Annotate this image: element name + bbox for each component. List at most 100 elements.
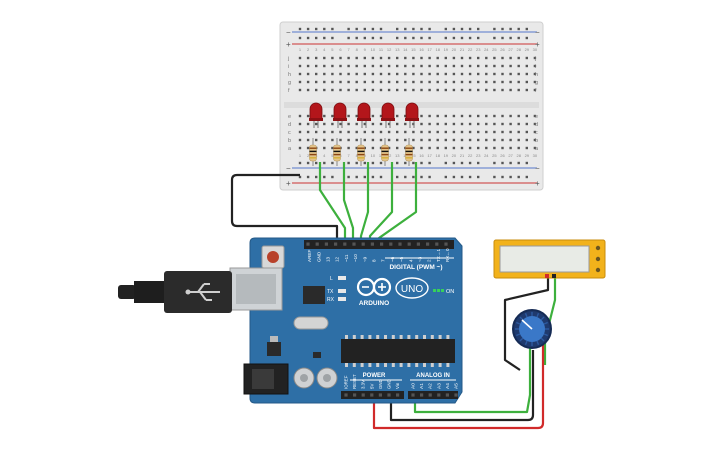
rail-hole [379, 161, 383, 165]
resistor-4[interactable] [381, 138, 389, 166]
led-rx-indicator [338, 297, 346, 301]
breadboard-hole [379, 80, 383, 84]
led-3[interactable] [357, 102, 371, 128]
breadboard-hole [306, 88, 310, 92]
breadboard-hole [306, 130, 310, 134]
breadboard-hole [493, 138, 496, 142]
digital-pin-hole[interactable] [370, 242, 374, 246]
column-number: 3 [315, 47, 318, 52]
breadboard-hole [452, 64, 456, 68]
breadboard-hole [452, 138, 456, 142]
rail-hole [428, 161, 431, 165]
rail-hole [355, 27, 358, 31]
digital-pin-hole[interactable] [334, 242, 338, 246]
digital-pin-hole[interactable] [398, 242, 402, 246]
power-pin-label: Vin [395, 382, 400, 389]
power-pin-hole[interactable] [387, 393, 391, 397]
digital-pin-label: TX→1 [436, 249, 441, 262]
breadboard-hole [396, 122, 399, 126]
power-pin-hole[interactable] [378, 393, 382, 397]
breadboard-hole [493, 122, 496, 126]
wire-led1-pin13[interactable] [318, 162, 347, 244]
digital-pin-hole[interactable] [324, 242, 328, 246]
resistor-band [381, 153, 389, 156]
resistor-5[interactable] [405, 138, 413, 166]
chip-pin [446, 363, 450, 367]
digital-pin-hole[interactable] [306, 242, 310, 246]
column-number: 5 [331, 153, 334, 158]
resistor-2[interactable] [333, 138, 341, 166]
breadboard-hole [428, 80, 431, 84]
analog-pin-hole[interactable] [420, 393, 424, 397]
wire-ground-pot[interactable] [389, 350, 535, 422]
wire-led2-pin12[interactable] [342, 162, 355, 244]
digital-pin-hole[interactable] [361, 242, 365, 246]
breadboard-hole [339, 122, 342, 126]
breadboard-hole [404, 130, 407, 134]
breadboard-hole [323, 64, 326, 68]
analog-pin-hole[interactable] [445, 393, 449, 397]
wire-lcd-signal[interactable] [543, 276, 557, 365]
resistor-3[interactable] [357, 138, 365, 166]
resistor-band [357, 157, 365, 159]
breadboard-hole [509, 64, 512, 68]
breadboard-hole [460, 138, 464, 142]
rail-hole [509, 161, 512, 165]
led-5[interactable] [405, 102, 419, 128]
led-2[interactable] [333, 102, 347, 128]
digital-pin-hole[interactable] [389, 242, 393, 246]
led-4[interactable] [381, 102, 395, 128]
breadboard-hole [485, 130, 488, 134]
digital-pin-hole[interactable] [352, 242, 356, 246]
analog-pin-label: A1 [419, 383, 425, 389]
rail-hole [379, 27, 383, 31]
power-pin-hole[interactable] [361, 393, 365, 397]
chip-pin [430, 363, 434, 367]
digital-pin-hole[interactable] [444, 242, 448, 246]
digital-pin-hole[interactable] [343, 242, 347, 246]
rail-hole [347, 175, 350, 179]
led-1[interactable] [309, 102, 323, 128]
analog-pin-hole[interactable] [437, 393, 441, 397]
power-pin-hole[interactable] [396, 393, 400, 397]
wire-ground-breadboard[interactable] [230, 173, 339, 244]
digital-pin-hole[interactable] [315, 242, 319, 246]
wire-pot-a0[interactable] [413, 338, 532, 414]
column-number: 6 [339, 47, 342, 52]
breadboard-hole [477, 146, 480, 150]
rail-hole [477, 175, 480, 179]
on-led-3 [441, 289, 444, 292]
rail-hole [444, 161, 447, 165]
digital-pin-hole[interactable] [426, 242, 430, 246]
digital-pin-hole[interactable] [416, 242, 420, 246]
breadboard-hole [315, 130, 318, 134]
usb-chip [303, 286, 325, 304]
rail-hole [468, 161, 472, 165]
led-l-indicator [338, 276, 346, 280]
power-pin-hole[interactable] [370, 393, 374, 397]
digital-header-pins [306, 242, 448, 246]
analog-pin-hole[interactable] [454, 393, 458, 397]
wire-5v-pot[interactable] [372, 338, 545, 430]
resistor-band [333, 153, 341, 156]
potentiometer[interactable] [512, 309, 552, 349]
pot-ridge [540, 316, 545, 321]
breadboard-hole [533, 130, 537, 134]
digital-pin-hole[interactable] [380, 242, 384, 246]
digital-pin-hole[interactable] [407, 242, 411, 246]
analog-pin-hole[interactable] [428, 393, 432, 397]
resistor-1[interactable] [309, 138, 317, 166]
usb-cable[interactable] [118, 271, 232, 313]
power-pin-hole[interactable] [344, 393, 348, 397]
wire-lcd-ground[interactable] [503, 276, 550, 371]
analog-pin-hole[interactable] [411, 393, 415, 397]
breadboard-hole [428, 130, 431, 134]
digital-pin-hole[interactable] [435, 242, 439, 246]
digital-pin-label: ~3 [418, 256, 423, 262]
reset-button-cap[interactable] [267, 251, 279, 263]
column-number: 11 [379, 47, 384, 52]
led-base [381, 118, 395, 121]
power-pin-hole[interactable] [353, 393, 357, 397]
pot-ridge [519, 316, 524, 321]
